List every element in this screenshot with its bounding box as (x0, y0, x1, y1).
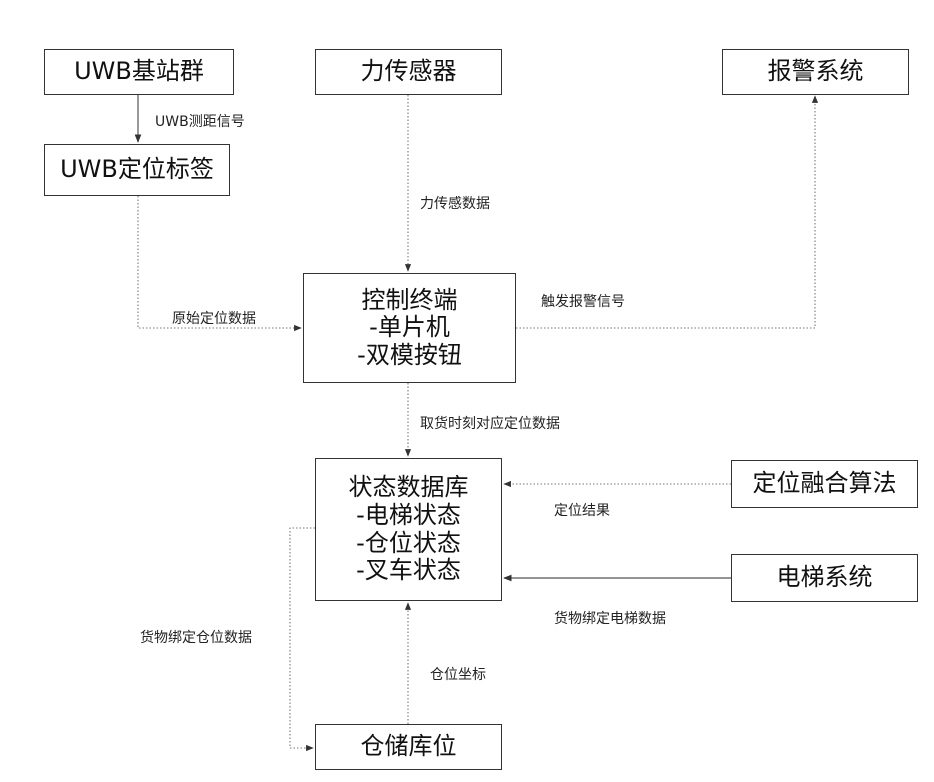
label-raw-position: 原始定位数据 (172, 308, 256, 328)
label-force-data: 力传感数据 (420, 193, 490, 213)
terminal-title: 控制终端 (362, 287, 458, 315)
status-db-forklift: -叉车状态 (356, 557, 461, 585)
label-trigger-alarm: 触发报警信号 (541, 291, 625, 311)
label-storage-coords: 仓位坐标 (430, 664, 486, 684)
label-uwb-ranging: UWB测距信号 (155, 111, 245, 131)
label-goods-bind-elevator: 货物绑定电梯数据 (554, 608, 666, 628)
terminal-mcu: -单片机 (369, 314, 450, 342)
status-db-storage: -仓位状态 (356, 530, 461, 558)
node-status-database: 状态数据库 -电梯状态 -仓位状态 -叉车状态 (315, 458, 502, 601)
terminal-dual-button: -双模按钮 (357, 342, 462, 370)
label-position-result: 定位结果 (554, 500, 610, 520)
node-warehouse-slot: 仓储库位 (315, 724, 502, 770)
status-db-elevator: -电梯状态 (356, 502, 461, 530)
edge-goods-bind-storage (290, 528, 315, 748)
node-uwb-base: UWB基站群 (44, 49, 234, 95)
label-goods-bind-storage: 货物绑定仓位数据 (140, 627, 252, 647)
node-force-sensor: 力传感器 (315, 49, 502, 95)
node-uwb-tag: UWB定位标签 (44, 144, 230, 196)
node-positioning-fusion: 定位融合算法 (731, 460, 918, 508)
status-db-title: 状态数据库 (349, 474, 469, 502)
node-alarm-system: 报警系统 (722, 49, 909, 95)
label-pickup-position: 取货时刻对应定位数据 (420, 413, 560, 433)
node-control-terminal: 控制终端 -单片机 -双模按钮 (303, 273, 516, 383)
node-elevator-system: 电梯系统 (731, 554, 918, 602)
